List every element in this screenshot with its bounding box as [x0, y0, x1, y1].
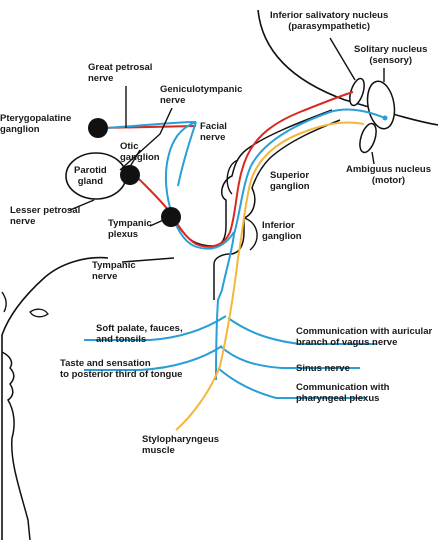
label-communication-pharyngeal-line1: Communication with	[296, 382, 390, 393]
label-otic-ganglion: Otic ganglion	[120, 141, 160, 163]
label-inferior-ganglion: Inferior ganglion	[262, 220, 302, 242]
label-superior-ganglion-line2: ganglion	[270, 181, 310, 192]
label-parotid-gland-line1: Parotid	[74, 165, 107, 176]
label-otic-ganglion-line2: ganglion	[120, 152, 160, 163]
leader-inferior-salivatory	[329, 37, 356, 81]
label-solitary-nucleus: Solitary nucleus (sensory)	[354, 44, 427, 66]
label-great-petrosal-nerve: Great petrosal nerve	[88, 62, 152, 84]
label-ambiguus-nucleus-line1: Ambiguus nucleus	[346, 164, 431, 175]
sensory-branch-facial	[177, 121, 197, 187]
label-lesser-petrosal-line2: nerve	[10, 216, 36, 227]
sensory-pathway-tympanic	[103, 121, 235, 250]
leader-lesser-petrosal	[69, 199, 95, 211]
label-inferior-ganglion-line1: Inferior	[262, 220, 295, 231]
label-ambiguus-nucleus-line2: (motor)	[371, 175, 406, 186]
label-pterygopalatine-line1: Pterygopalatine	[0, 113, 72, 124]
otic-ganglion-dot	[120, 165, 140, 185]
label-inferior-salivatory-nucleus-line2: (parasympathetic)	[288, 21, 371, 32]
label-tympanic-plexus-line2: plexus	[108, 229, 139, 240]
nerve-bulge-superior-ganglion	[226, 159, 239, 195]
leader-geniculotympanic	[119, 107, 173, 171]
face-eye-outline	[29, 308, 49, 318]
label-communication-auricular: Communication with auricular branch of v…	[296, 326, 432, 348]
label-parotid-gland-line2: gland	[77, 176, 104, 187]
label-lesser-petrosal-line1: Lesser petrosal	[10, 205, 81, 216]
label-ambiguus-nucleus: Ambiguus nucleus (motor)	[346, 164, 431, 186]
label-lesser-petrosal-nerve: Lesser petrosal nerve	[10, 205, 80, 227]
label-communication-pharyngeal-line2: pharyngeal plexus	[296, 393, 380, 404]
label-tympanic-plexus: Tympanic plexus	[108, 218, 152, 240]
label-inferior-salivatory-nucleus-line1: Inferior salivatory nucleus	[270, 10, 389, 21]
label-stylopharyngeus-line2: muscle	[142, 445, 175, 456]
sensory-branch-sinus	[219, 345, 360, 369]
parasympathetic-pathway	[129, 91, 354, 248]
label-solitary-nucleus-line1: Solitary nucleus	[354, 44, 428, 55]
label-communication-auricular-line1: Communication with auricular	[296, 326, 433, 337]
label-taste-sensation: Taste and sensation to posterior third o…	[60, 358, 182, 380]
label-pterygopalatine-line2: ganglion	[0, 124, 40, 135]
solitary-nucleus-terminal-dot	[382, 115, 388, 121]
sensory-branch-soft-palate	[84, 315, 227, 341]
label-solitary-nucleus-line2: (sensory)	[369, 55, 413, 66]
pterygopalatine-ganglion-dot	[88, 118, 108, 138]
label-tympanic-nerve-line2: nerve	[92, 271, 118, 282]
solitary-nucleus-oval	[366, 80, 396, 130]
nerve-trunk-outline-right	[213, 119, 341, 300]
face-lips-outline	[1, 351, 31, 540]
label-inferior-ganglion-line2: ganglion	[262, 231, 302, 242]
label-superior-ganglion-line1: Superior	[270, 170, 310, 181]
label-great-petrosal-line2: nerve	[88, 73, 114, 84]
label-communication-auricular-line2: branch of vagus nerve	[296, 337, 398, 348]
label-geniculotympanic-line2: nerve	[160, 95, 186, 106]
label-taste-sensation-line1: Taste and sensation	[60, 358, 151, 369]
motor-pathway	[175, 121, 365, 431]
label-parotid-gland: Parotid gland	[74, 165, 107, 187]
leader-ambiguus	[371, 151, 375, 165]
label-sinus-nerve-line1: Sinus nerve	[296, 363, 350, 374]
label-geniculotympanic-nerve: Geniculotympanic nerve	[160, 84, 242, 106]
label-facial-nerve-line2: nerve	[200, 132, 226, 143]
label-tympanic-nerve-line1: Tympanic	[92, 260, 136, 271]
sensory-branch-auricular	[227, 317, 376, 345]
brainstem-outline	[257, 9, 438, 126]
nerve-bulge-inferior-ganglion	[243, 217, 258, 251]
tympanic-plexus-dot	[161, 207, 181, 227]
label-soft-palate: Soft palate, fauces, and tonsils	[96, 323, 183, 345]
label-tympanic-nerve: Tympanic nerve	[92, 260, 136, 282]
sensory-branch-pharyngeal	[217, 367, 366, 399]
label-inferior-salivatory-nucleus: Inferior salivatory nucleus (parasympath…	[270, 10, 388, 32]
face-nose-outline	[1, 291, 7, 313]
label-superior-ganglion: Superior ganglion	[270, 170, 310, 192]
label-stylopharyngeus-muscle: Stylopharyngeus muscle	[142, 434, 219, 456]
label-geniculotympanic-line1: Geniculotympanic	[160, 84, 243, 95]
sensory-pathway-main	[215, 108, 386, 381]
ambiguus-nucleus-oval	[359, 122, 377, 154]
label-sinus-nerve: Sinus nerve	[296, 363, 350, 374]
label-facial-nerve: Facial nerve	[200, 121, 227, 143]
label-soft-palate-line1: Soft palate, fauces,	[96, 323, 183, 334]
label-great-petrosal-line1: Great petrosal	[88, 62, 153, 73]
label-communication-pharyngeal: Communication with pharyngeal plexus	[296, 382, 389, 404]
label-otic-ganglion-line1: Otic	[120, 141, 139, 152]
label-tympanic-plexus-line1: Tympanic	[108, 218, 152, 229]
inferior-salivatory-nucleus-oval	[349, 77, 365, 107]
leader-tympanic-nerve	[121, 257, 175, 263]
label-soft-palate-line2: and tonsils	[96, 334, 147, 345]
face-profile-outline	[1, 256, 109, 540]
label-facial-nerve-line1: Facial	[200, 121, 227, 132]
label-stylopharyngeus-line1: Stylopharyngeus	[142, 434, 220, 445]
label-taste-sensation-line2: to posterior third of tongue	[60, 369, 183, 380]
label-pterygopalatine-ganglion: Pterygopalatine ganglion	[0, 113, 71, 135]
sensory-branch-tongue	[84, 345, 223, 371]
